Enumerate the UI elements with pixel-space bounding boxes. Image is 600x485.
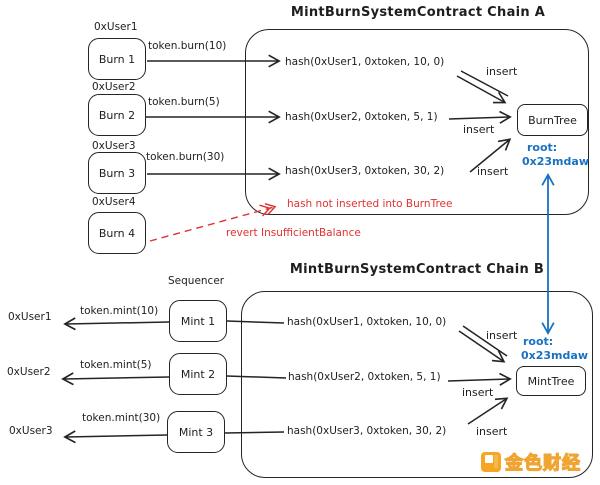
chain-b-user-3: 0xUser3	[9, 425, 53, 437]
burn-2-label: Burn 2	[98, 108, 136, 122]
chain-a-hash-3: hash(0xUser3, 0xtoken, 30, 2)	[285, 165, 445, 177]
mint-2-user-arrow	[61, 372, 170, 386]
chain-b-insert-1: insert	[486, 329, 518, 342]
burn-3-node: Burn 3	[88, 152, 146, 194]
chain-b-hash-3: hash(0xUser3, 0xtoken, 30, 2)	[287, 425, 447, 437]
chain-a-insert-1: insert	[486, 65, 518, 78]
mint-tree-label: MintTree	[527, 374, 575, 388]
sequencer-label: Sequencer	[168, 275, 225, 287]
jinse-logo-icon	[481, 452, 501, 472]
chain-a-hash-1: hash(0xUser1, 0xtoken, 10, 0)	[285, 56, 445, 68]
burn-3-label: Burn 3	[98, 166, 136, 180]
chain-b-insert-2: insert	[462, 386, 494, 399]
mint-3-user-arrow	[63, 430, 168, 444]
chain-b-container	[241, 291, 593, 478]
mint-1-node: Mint 1	[169, 300, 227, 342]
watermark-text: 金色财经	[504, 452, 581, 474]
chain-b-hash-1: hash(0xUser1, 0xtoken, 10, 0)	[287, 316, 447, 328]
watermark: 金色财经	[481, 449, 581, 475]
mint-3-node: Mint 3	[167, 411, 225, 453]
mint-call-3: token.mint(30)	[82, 412, 161, 424]
chain-a-user-4: 0xUser4	[92, 196, 136, 208]
revert-note: revert InsufficientBalance	[226, 227, 361, 239]
chain-a-insert-3: insert	[477, 165, 509, 178]
burn-call-2: token.burn(5)	[148, 96, 220, 108]
mint-tree-node: MintTree	[516, 366, 586, 396]
chain-a-root-value: 0x23mdaw	[522, 155, 589, 168]
burn-tree-label: BurnTree	[528, 113, 577, 127]
chain-a-root-label: root:	[527, 141, 558, 154]
chain-b-root-value: 0x23mdaw	[521, 349, 588, 362]
chain-a-user-2: 0xUser2	[92, 81, 136, 93]
chain-b-insert-3: insert	[476, 425, 508, 438]
burn-call-1: token.burn(10)	[148, 40, 227, 52]
mint-call-2: token.mint(5)	[80, 359, 152, 371]
burn-1-label: Burn 1	[98, 52, 136, 66]
chain-a-container	[245, 29, 589, 215]
mint-2-label: Mint 2	[180, 367, 216, 381]
burn-call-3: token.burn(30)	[146, 151, 225, 163]
mint-3-label: Mint 3	[178, 425, 214, 439]
chain-b-hash-2: hash(0xUser2, 0xtoken, 5, 1)	[288, 371, 441, 383]
burn-1-node: Burn 1	[88, 38, 146, 80]
hash-not-inserted-note: hash not inserted into BurnTree	[287, 198, 453, 210]
chain-a-hash-2: hash(0xUser2, 0xtoken, 5, 1)	[285, 111, 438, 123]
burn-tree-node: BurnTree	[517, 104, 588, 136]
chain-a-insert-2: insert	[463, 123, 495, 136]
chain-a-user-3: 0xUser3	[92, 140, 136, 152]
chain-a-user-1: 0xUser1	[94, 21, 138, 33]
chain-b-user-2: 0xUser2	[7, 366, 51, 378]
burn-4-label: Burn 4	[98, 226, 136, 240]
mint-call-1: token.mint(10)	[80, 305, 159, 317]
mint-1-user-arrow	[63, 317, 170, 331]
burn-4-node: Burn 4	[88, 212, 146, 254]
burn-2-node: Burn 2	[88, 94, 146, 136]
chain-b-root-label: root:	[523, 335, 554, 348]
mint-1-label: Mint 1	[180, 314, 216, 328]
mint-2-node: Mint 2	[169, 353, 227, 395]
chain-b-title: MintBurnSystemContract Chain B	[289, 262, 545, 277]
chain-b-user-1: 0xUser1	[8, 311, 52, 323]
chain-a-title: MintBurnSystemContract Chain A	[290, 5, 546, 20]
